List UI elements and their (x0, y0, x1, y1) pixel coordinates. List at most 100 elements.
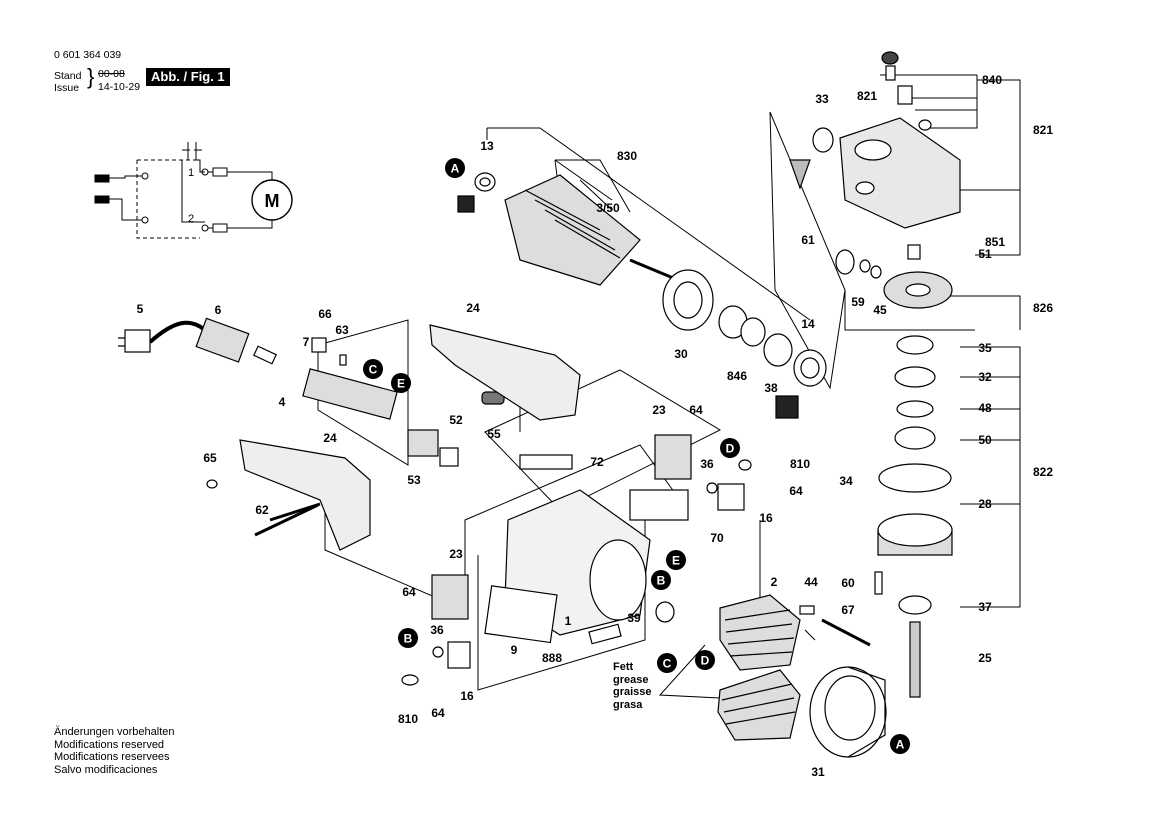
callout-c-marker: C (363, 359, 383, 379)
schematic-label: M (265, 191, 280, 211)
part-label: 33 (815, 92, 829, 106)
part-label: 1 (565, 614, 572, 628)
callout-b-marker: B (398, 628, 418, 648)
part-label: 23 (449, 547, 463, 561)
part-label: 31 (811, 765, 825, 779)
part-label: 36 (700, 457, 714, 471)
footer-line-es: Salvo modificaciones (54, 763, 158, 776)
part-label: 52 (449, 413, 463, 427)
part-label: 5 (137, 302, 144, 316)
part-label: 60 (841, 576, 855, 590)
part-label: 48 (978, 401, 992, 415)
part-label: 64 (431, 706, 445, 720)
part-label: 61 (801, 233, 815, 247)
part-label: 851 (985, 235, 1005, 249)
part-label: 7 (303, 335, 310, 349)
part-label: 846 (727, 369, 747, 383)
footer-line-fr: Modifications reservees (54, 751, 170, 763)
callout-letter: D (726, 442, 735, 456)
callout-letter: E (672, 554, 680, 568)
part-label: 64 (689, 403, 703, 417)
part-label: 28 (978, 497, 992, 511)
part-label: 32 (978, 370, 992, 384)
footer-notice: Änderungen vorbehalten Modifications res… (54, 726, 174, 776)
footer-line-de: Änderungen vorbehalten (54, 726, 175, 738)
part-label: 67 (841, 603, 855, 617)
part-label: 821 (857, 89, 877, 103)
callout-letter: C (369, 363, 378, 377)
callout-letter: A (451, 162, 460, 176)
part-label: 36 (430, 623, 444, 637)
callout-letter: E (397, 377, 405, 391)
part-label: 3/50 (596, 201, 620, 215)
part-label: 63 (335, 323, 349, 337)
part-label: 16 (460, 689, 474, 703)
callout-a-marker: A (890, 734, 910, 754)
part-label: 810 (790, 457, 810, 471)
callout-letter: D (701, 654, 710, 668)
part-label: 30 (674, 347, 688, 361)
callout-a-marker: A (445, 158, 465, 178)
grease-de: Fett (613, 661, 634, 673)
callout-letter: B (657, 574, 666, 588)
part-label: 25 (978, 651, 992, 665)
stand-label: Stand (54, 70, 82, 82)
schematic-label: 1 (188, 167, 194, 179)
part-label: 24 (323, 431, 337, 445)
part-label: 14 (801, 317, 815, 331)
part-number: 0 601 364 039 (54, 49, 122, 61)
brace-symbol: } (87, 64, 95, 89)
part-label: 23 (652, 403, 666, 417)
part-label: 888 (542, 651, 562, 665)
part-label: 35 (978, 341, 992, 355)
part-label: 13 (480, 139, 494, 153)
part-label: 64 (402, 585, 416, 599)
part-label: 830 (617, 149, 637, 163)
issue-date: 14-10-29 (98, 81, 141, 93)
part-label: 44 (804, 575, 818, 589)
callout-c-marker: C (657, 653, 677, 673)
part-label: 70 (710, 531, 724, 545)
wiring-schematic (94, 142, 293, 239)
part-label: 62 (255, 503, 269, 517)
part-label: 66 (318, 307, 332, 321)
part-label: 38 (764, 381, 778, 395)
part-label: 45 (873, 303, 887, 317)
part-label: 39 (627, 611, 641, 625)
part-label: 72 (590, 455, 604, 469)
part-label: 2 (771, 575, 778, 589)
part-label: 64 (789, 484, 803, 498)
callout-letter: B (404, 632, 413, 646)
callout-b-marker: B (651, 570, 671, 590)
part-label: 37 (978, 600, 992, 614)
part-label: 810 (398, 712, 418, 726)
grease-note: Fett grease graisse grasa (613, 661, 652, 711)
callout-d-marker: D (720, 438, 740, 458)
schematic-label: 2 (188, 213, 194, 225)
figure-badge: Abb. / Fig. 1 (146, 68, 230, 86)
grease-en: grease (613, 673, 649, 686)
part-label: 821 (1033, 123, 1053, 137)
issue-label: Issue (54, 82, 80, 94)
callout-d-marker: D (695, 650, 715, 670)
part-label: 53 (407, 473, 421, 487)
part-label: 822 (1033, 465, 1053, 479)
part-label: 55 (487, 427, 501, 441)
grease-fr: graisse (613, 686, 652, 698)
part-label: 65 (203, 451, 217, 465)
part-label: 59 (851, 295, 865, 309)
part-label: 24 (466, 301, 480, 315)
part-label: 826 (1033, 301, 1053, 315)
callout-e-marker: E (391, 373, 411, 393)
footer-line-en: Modifications reserved (54, 738, 165, 751)
part-label: 4 (279, 395, 286, 409)
callout-e-marker: E (666, 550, 686, 570)
callout-letter: A (896, 738, 905, 752)
part-label: 840 (982, 73, 1002, 87)
grease-es: grasa (613, 698, 643, 711)
callout-letter: C (663, 657, 672, 671)
part-label: 34 (839, 474, 853, 488)
part-label: 16 (759, 511, 773, 525)
part-label: 50 (978, 433, 992, 447)
